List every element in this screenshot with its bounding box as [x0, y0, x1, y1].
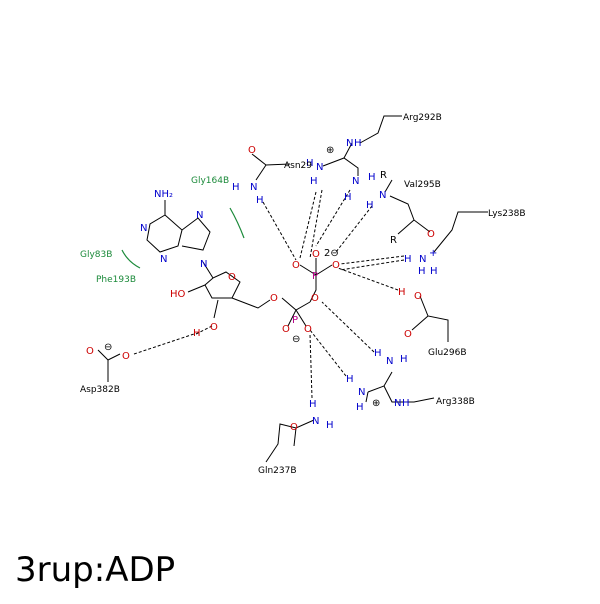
- o5-label: O: [270, 293, 278, 304]
- asn29-o-label: O: [248, 145, 256, 156]
- arg338-nh2-label: N: [358, 387, 365, 398]
- gln237-n-label: N: [312, 416, 319, 427]
- glu296-h-label: H: [398, 287, 406, 298]
- adenine-n7-label: N: [196, 210, 203, 221]
- arg292-ne-label: N: [346, 138, 353, 149]
- beta-charge-label: 2⊖: [324, 248, 339, 259]
- asp382-o2-label: O: [122, 351, 130, 362]
- residue-asp382: Asp382B: [80, 385, 120, 395]
- hydrophobic-contacts: [121, 207, 245, 269]
- residue-gln237: Gln237B: [258, 466, 297, 476]
- covalent-bonds: [97, 115, 488, 463]
- residue-lys238: Lys238B: [488, 209, 526, 219]
- arg292-nh2-label: N: [352, 176, 359, 187]
- asn29-h2-label: H: [256, 195, 264, 206]
- lys238-h3-label: H: [430, 266, 438, 277]
- arg292-nh1-h-label: H: [306, 158, 314, 169]
- glu296-o1-label: O: [414, 291, 422, 302]
- alpha-phosphorus-label: P: [292, 315, 298, 326]
- arg292-ne-h-label: H: [354, 138, 362, 149]
- asp382-o1-label: O: [86, 346, 94, 357]
- lys238-n-label: N: [419, 254, 426, 265]
- residue-glu296: Glu296B: [428, 348, 467, 358]
- gly164-contact-arc: [229, 207, 245, 239]
- adenine-n9-label: N: [200, 259, 207, 270]
- residue-arg292: Arg292B: [403, 113, 442, 123]
- gln237-h2-label: H: [326, 420, 334, 431]
- ribose-o3-h-label: H: [193, 328, 201, 339]
- residue-labels: Arg292B Asn29 Val295B Lys238B Gly164B Gl…: [80, 113, 526, 476]
- beta-o3-label: O: [312, 249, 320, 260]
- residue-val295: Val295B: [404, 180, 441, 190]
- lys238-charge-label: +: [429, 248, 437, 259]
- val295-h-label: H: [366, 200, 374, 211]
- ribose-o4-label: O: [228, 272, 236, 283]
- ribose-o3-label: O: [210, 322, 218, 333]
- lys238-h2-label: H: [418, 266, 426, 277]
- gly83-contact-arc: [121, 249, 141, 269]
- hydrogen-bonds: [133, 189, 405, 399]
- atom-labels: NH₂ N N N N O HO O H O P O O ⊖ O P O O O…: [86, 138, 438, 433]
- asn29-h1-label: H: [232, 182, 240, 193]
- bridge-o-label: O: [311, 293, 319, 304]
- arg338-nh1-label: N: [386, 356, 393, 367]
- gln237-o-label: O: [290, 422, 298, 433]
- arg292-nh2-h2-label: H: [344, 192, 352, 203]
- arg338-ne-h-label: H: [402, 398, 410, 409]
- arg292-nh1-label: N: [316, 162, 323, 173]
- arg338-ne-label: N: [394, 398, 401, 409]
- arg338-h2-label: H: [400, 354, 408, 365]
- alpha-o2-label: O: [304, 324, 312, 335]
- arg338-charge-label: ⊕: [372, 398, 380, 409]
- arg338-h3-label: H: [346, 374, 354, 385]
- arg292-charge-label: ⊕: [326, 145, 334, 156]
- arg338-h1-label: H: [374, 348, 382, 359]
- adenine-nh2-label: NH₂: [154, 189, 173, 200]
- adenine-n3-label: N: [160, 254, 167, 265]
- gln237-h1-label: H: [309, 399, 317, 410]
- asn29-n-label: N: [250, 182, 257, 193]
- beta-phosphorus-label: P: [312, 271, 318, 282]
- val295-r2-label: R: [390, 235, 397, 246]
- residue-phe193: Phe193B: [96, 275, 136, 285]
- glu296-o2-label: O: [404, 329, 412, 340]
- arg292-nh2-h-label: H: [368, 172, 376, 183]
- val295-r1-label: R: [380, 170, 387, 181]
- ligand-title: 3rup:ADP: [15, 550, 176, 590]
- residue-gly164: Gly164B: [191, 176, 229, 186]
- val295-n-label: N: [379, 190, 386, 201]
- arg292-nh1-h2-label: H: [310, 176, 318, 187]
- adenine-n1-label: N: [140, 223, 147, 234]
- beta-o1-label: O: [292, 260, 300, 271]
- ribose-ho-label: HO: [170, 289, 186, 300]
- residue-arg338: Arg338B: [436, 397, 475, 407]
- val295-o-label: O: [427, 229, 435, 240]
- arg338-h4-label: H: [356, 402, 364, 413]
- alpha-o1-label: O: [282, 324, 290, 335]
- residue-asn29: Asn29: [284, 161, 312, 171]
- asp382-charge-label: ⊖: [104, 342, 112, 353]
- lys238-h1-label: H: [404, 254, 412, 265]
- residue-gly83: Gly83B: [80, 250, 112, 260]
- alpha-charge-label: ⊖: [292, 334, 300, 345]
- beta-o2-label: O: [332, 260, 340, 271]
